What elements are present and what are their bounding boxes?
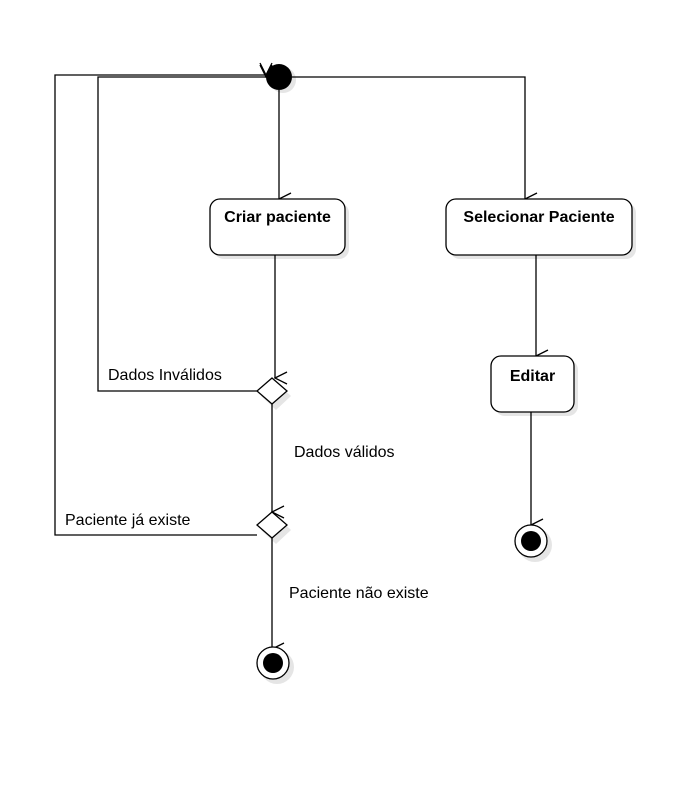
action-selecionar-paciente-label: Selecionar Paciente [463,209,614,226]
label-paciente-nao-existe: Paciente não existe [289,585,429,602]
label-paciente-ja-existe: Paciente já existe [65,512,191,529]
action-criar-paciente-label: Criar paciente [224,209,331,226]
label-dados-invalidos: Dados Inválidos [108,367,222,384]
action-selecionar-paciente: Selecionar Paciente [445,198,636,259]
action-editar: Editar [490,355,578,416]
edge-initial-to-selecionar [292,76,525,199]
action-editar-label: Editar [510,368,555,385]
decision-node-2 [256,511,291,544]
edge-paciente-ja-existe-loop [54,75,266,536]
edge-dados-invalidos-loop [97,77,266,392]
action-criar-paciente: Criar paciente [209,198,349,259]
decision-node-1 [256,377,291,410]
final-node-left [256,646,294,684]
initial-node [266,64,296,93]
label-dados-validos: Dados válidos [294,444,395,461]
final-node-right [514,524,552,562]
